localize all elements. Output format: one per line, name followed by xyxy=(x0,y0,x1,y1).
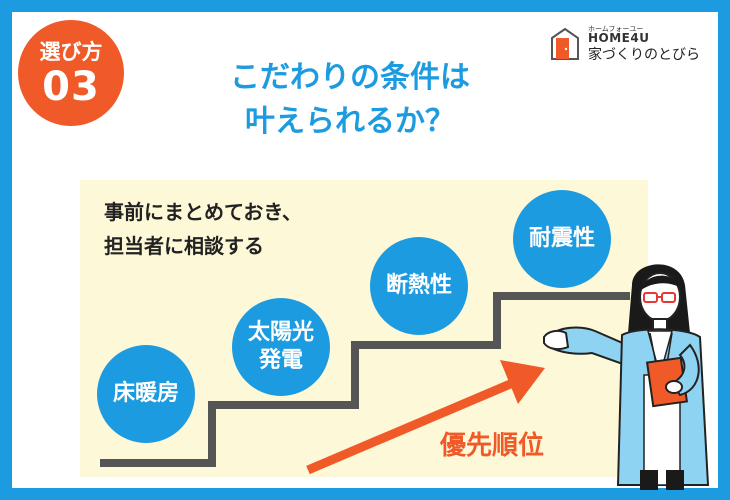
step-circle-3: 断熱性 xyxy=(370,237,468,335)
title-line-1: こだわりの条件は xyxy=(230,60,470,95)
step-circle-2: 太陽光 発電 xyxy=(232,298,330,396)
advice-line-2: 担当者に相談する xyxy=(104,234,264,258)
title-line-2: 叶えられるか？ xyxy=(245,104,455,139)
badge-label: 選び方 xyxy=(39,40,103,64)
priority-label: 優先順位 xyxy=(440,431,545,461)
step-2-line-2: 発電 xyxy=(258,348,303,373)
logo-brand: HOME4U xyxy=(588,31,650,45)
badge-number: 03 xyxy=(42,64,100,110)
page-title: こだわりの条件は 叶えられるか？ xyxy=(150,56,550,144)
step-3-line-1: 断熱性 xyxy=(385,273,452,298)
step-1-line-1: 床暖房 xyxy=(112,381,179,406)
brand-logo: ホームフォーユー HOME4U 家づくりのとびら xyxy=(548,24,718,64)
step-circle-4: 耐震性 xyxy=(513,190,611,288)
logo-small-text: ホームフォーユー xyxy=(588,25,644,33)
step-badge: 選び方 03 xyxy=(18,20,124,126)
door-logo-icon xyxy=(551,27,579,60)
step-2-line-1: 太陽光 xyxy=(247,320,314,345)
logo-name: 家づくりのとびら xyxy=(588,47,700,63)
advice-text: 事前にまとめておき、 担当者に相談する xyxy=(104,195,302,263)
advice-line-1: 事前にまとめておき、 xyxy=(104,200,302,224)
presenter-illustration xyxy=(543,264,710,490)
step-circle-1: 床暖房 xyxy=(97,345,195,443)
step-4-line-1: 耐震性 xyxy=(528,226,595,251)
